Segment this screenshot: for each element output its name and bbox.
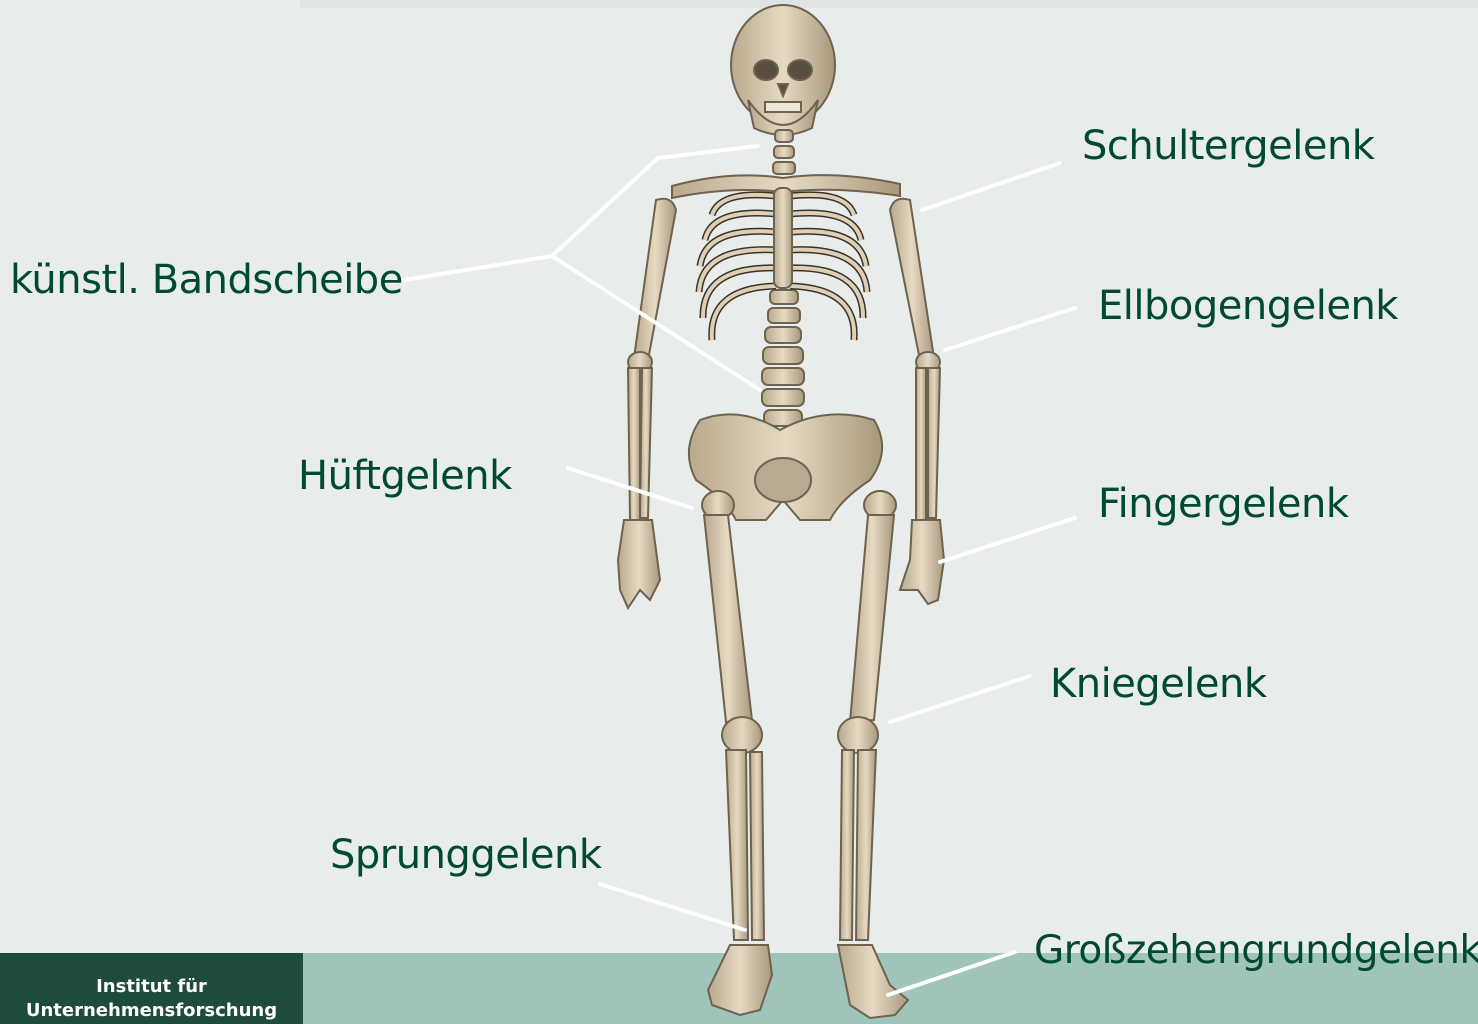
label-hueftgelenk: Hüftgelenk xyxy=(298,452,512,500)
label-sprunggelenk: Sprunggelenk xyxy=(330,831,602,879)
right-leg xyxy=(838,491,908,1018)
label-fingergelenk: Fingergelenk xyxy=(1098,480,1349,528)
right-arm xyxy=(890,199,944,604)
label-kniegelenk: Kniegelenk xyxy=(1050,660,1267,708)
label-grosszehengrundgelenk: Großzehengrundgelenk xyxy=(1034,927,1478,975)
left-arm xyxy=(618,199,676,608)
eye-socket-left xyxy=(754,60,778,80)
sternum xyxy=(774,188,792,288)
label-ellbogengelenk: Ellbogengelenk xyxy=(1098,282,1398,330)
leader-knie xyxy=(890,676,1030,722)
label-schultergelenk: Schultergelenk xyxy=(1082,122,1374,170)
leader-schulter xyxy=(922,163,1060,210)
sacrum xyxy=(755,458,811,502)
leader-grosszehe xyxy=(888,952,1015,995)
label-kuenstl-bandscheibe: künstl. Bandscheibe xyxy=(10,256,403,304)
leader-ellbogen xyxy=(945,308,1075,350)
leader-sprung xyxy=(600,884,745,930)
left-leg xyxy=(702,491,772,1015)
teeth xyxy=(765,102,801,112)
leader-finger xyxy=(940,518,1075,562)
eye-socket-right xyxy=(788,60,812,80)
